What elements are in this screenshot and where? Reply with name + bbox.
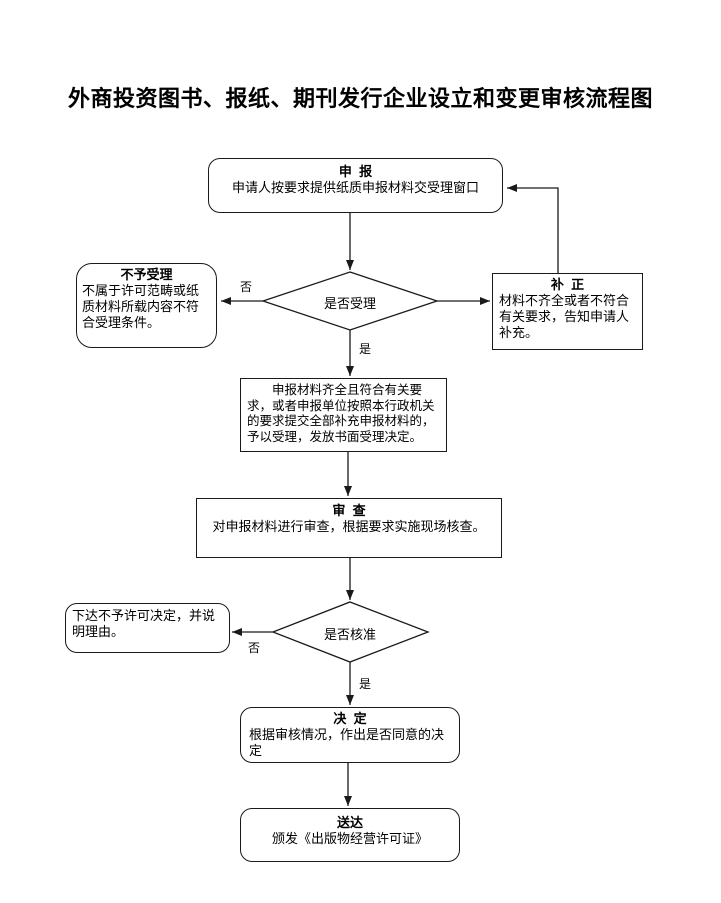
node-shencha: 审 查 对申报材料进行审查，根据要求实施现场核查。 (196, 498, 502, 558)
node-shouli-jueding-body: 申报材料齐全且符合有关要求，或者申报单位按照本行政机关的要求提交全部补充申报材料… (247, 383, 435, 444)
node-shenbao: 申 报 申请人按要求提供纸质申报材料交受理窗口 (208, 158, 503, 213)
node-songda-body: 颁发《出版物经营许可证》 (271, 830, 428, 846)
edge-label-no-1: 否 (239, 280, 252, 294)
edge-label-no-2: 否 (247, 641, 260, 655)
node-buzheng-title: 补 正 (550, 277, 585, 292)
node-shenbao-body: 申请人按要求提供纸质申报材料交受理窗口 (231, 179, 479, 195)
node-shencha-body: 对申报材料进行审查，根据要求实施现场核查。 (212, 518, 486, 534)
node-buyu-shouli-body: 不属于许可范畴或纸质材料所载内容不符合受理条件。 (82, 282, 200, 330)
node-shouli-jueding: 申报材料齐全且符合有关要求，或者申报单位按照本行政机关的要求提交全部补充申报材料… (240, 378, 447, 452)
node-songda: 送达 颁发《出版物经营许可证》 (240, 808, 460, 862)
node-xiada: 下达不予许可决定，并说明理由。 (65, 603, 230, 653)
node-jueding-title: 决 定 (333, 711, 367, 726)
node-xiada-body: 下达不予许可决定，并说明理由。 (72, 608, 216, 639)
node-jueding-body: 根据审核情况，作出是否同意的决定 (249, 726, 445, 758)
arrow-buzheng-back-to-shenbao (507, 184, 559, 273)
node-buyu-shouli: 不予受理 不属于许可范畴或纸质材料所载内容不符合受理条件。 (76, 263, 217, 348)
node-jueding: 决 定 根据审核情况，作出是否同意的决定 (240, 707, 460, 763)
node-shencha-title: 审 查 (332, 503, 366, 518)
node-shenbao-title: 申 报 (338, 164, 373, 179)
node-buzheng: 补 正 材料不齐全或者不符合有关要求，告知申请人补充。 (492, 273, 643, 350)
node-songda-title: 送达 (336, 815, 363, 830)
page-title: 外商投资图书、报纸、期刊发行企业设立和变更审核流程图 (67, 86, 653, 111)
decision-hezhun-label: 是否核准 (323, 627, 376, 642)
decision-shouli-label: 是否受理 (323, 296, 376, 311)
node-buyu-shouli-title: 不予受理 (120, 267, 173, 282)
node-buzheng-body: 材料不齐全或者不符合有关要求，告知申请人补充。 (499, 292, 630, 340)
edge-label-yes-1: 是 (358, 342, 371, 356)
edge-label-yes-2: 是 (358, 677, 371, 691)
